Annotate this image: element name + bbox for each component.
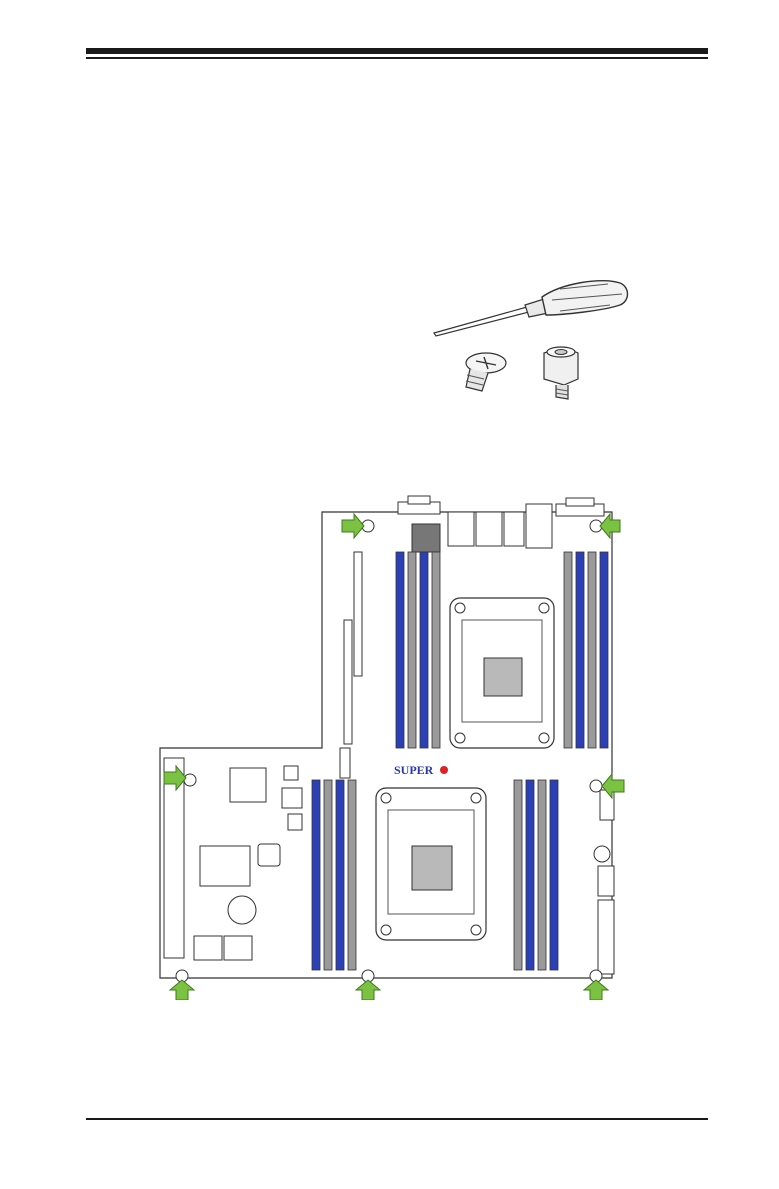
footer-rule <box>86 1118 708 1120</box>
header-rule-thin <box>86 57 708 59</box>
cpu-socket-upper <box>450 598 554 748</box>
chip-top <box>412 524 440 552</box>
arrow-up-icon <box>584 980 608 1000</box>
header-rule-thick <box>86 48 708 54</box>
arrow-up-icon <box>356 980 380 1000</box>
screwdriver-icon <box>434 281 628 336</box>
tools-illustration <box>432 275 632 405</box>
cpu-socket-lower <box>376 788 486 940</box>
screw-icon <box>466 353 506 391</box>
motherboard-illustration: SUPER <box>150 490 630 1000</box>
standoff-icon <box>544 347 578 399</box>
arrow-up-icon <box>170 980 194 1000</box>
mount-hole-mid-left <box>184 774 196 786</box>
board-brand: SUPER <box>394 763 434 777</box>
brand-dot-icon <box>440 766 448 774</box>
mount-hole-mid-right <box>590 780 602 792</box>
